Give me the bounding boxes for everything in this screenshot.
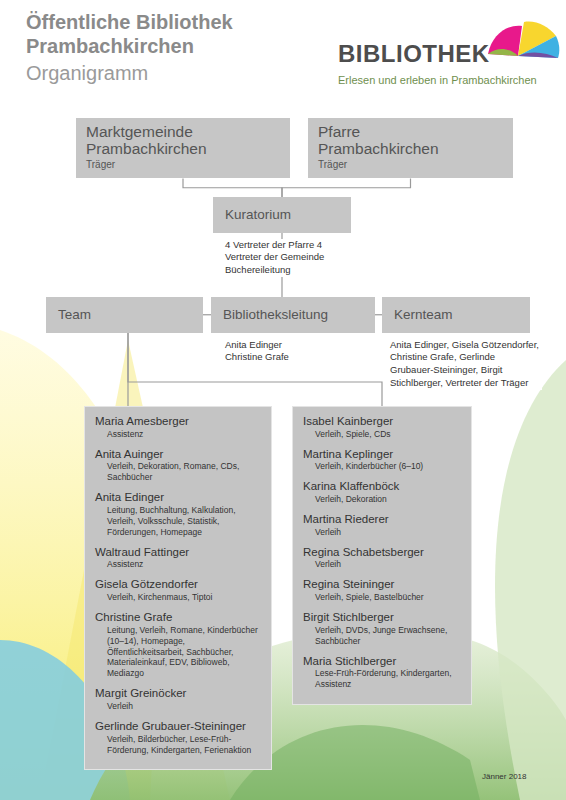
box-heading: Kuratorium — [225, 207, 341, 223]
member-role: Verleih, Spiele, CDs — [303, 429, 461, 440]
box-note: 4 Vertreter der Pfarre 4 Vertreter der G… — [223, 239, 353, 277]
member-list-box: Isabel KainbergerVerleih, Spiele, CDsMar… — [292, 406, 472, 705]
connector-line — [282, 178, 411, 197]
connector-line — [375, 314, 382, 315]
member-role: Assistenz — [95, 559, 261, 570]
member-role: Lese-Früh-Förderung, Kindergarten, Assis… — [303, 668, 461, 690]
core-team-box: KernteamAnita Edinger, Gisela Götzendorf… — [382, 297, 530, 333]
box-note: Träger — [86, 158, 280, 171]
subtitle: Organigramm — [26, 62, 226, 85]
connector-line — [203, 314, 211, 315]
connector-line — [128, 333, 382, 406]
logo-slogan: Erlesen und erleben in Prambachkirchen — [338, 74, 560, 86]
member-role: Verleih, Kinderbücher (6–10) — [303, 461, 461, 472]
member-role: Verleih, Dekoration, Romane, CDs, Sachbü… — [95, 461, 261, 483]
team-box: Team — [46, 297, 203, 333]
member-role: Verleih, Spiele, Bastelbücher — [303, 592, 461, 603]
member-role: Verleih — [303, 559, 461, 570]
member-role: Assistenz — [95, 429, 261, 440]
member-name: Maria Amesberger — [95, 415, 261, 429]
member-list-box: Maria AmesbergerAssistenzAnita AuingerVe… — [84, 406, 272, 770]
box-note: Anita Edinger, Gisela Götzendorfer, Chri… — [388, 339, 542, 390]
board-box: Kuratorium4 Vertreter der Pfarre 4 Vertr… — [213, 197, 351, 233]
member-name: Regina Schabetsberger — [303, 546, 461, 560]
member-name: Anita Auinger — [95, 448, 261, 462]
member-name: Christine Grafe — [95, 611, 261, 625]
logo-wordmark: BIBLIOTHEK — [338, 40, 488, 68]
box-note: Anita Edinger Christine Grafe — [223, 339, 317, 365]
member-role: Verleih — [95, 701, 261, 712]
carrier-box: Pfarre PrambachkirchenTräger — [308, 118, 513, 178]
member-role: Verleih — [303, 527, 461, 538]
member-name: Isabel Kainberger — [303, 415, 461, 429]
title: Öffentliche Bibliothek Prambachkirchen — [26, 10, 271, 58]
member-name: Anita Edinger — [95, 491, 261, 505]
member-role: Leitung, Verleih, Romane, Kinderbücher (… — [95, 625, 261, 679]
box-note: Träger — [318, 158, 503, 171]
member-role: Verleih, DVDs, Junge Erwachsene, Sachbüc… — [303, 625, 461, 647]
member-role: Verleih, Dekoration — [303, 494, 461, 505]
light-green-swash — [495, 360, 566, 800]
box-heading: Bibliotheksleitung — [223, 307, 365, 323]
leadership-box: BibliotheksleitungAnita Edinger Christin… — [211, 297, 375, 333]
box-heading: Pfarre Prambachkirchen — [318, 124, 468, 157]
carrier-box: Marktgemeinde PrambachkirchenTräger — [76, 118, 290, 178]
member-name: Margit Greinöcker — [95, 687, 261, 701]
member-name: Birgit Stichlberger — [303, 611, 461, 625]
member-name: Gerlinde Grubauer-Steininger — [95, 720, 261, 734]
book-logo — [488, 22, 559, 58]
date-note: Jänner 2018 — [482, 772, 552, 781]
box-heading: Marktgemeinde Prambachkirchen — [86, 124, 280, 157]
member-name: Martina Riederer — [303, 513, 461, 527]
connector-line — [183, 178, 282, 197]
box-heading: Team — [58, 307, 193, 323]
box-heading: Kernteam — [394, 307, 520, 323]
member-role: Verleih, Bilderbücher, Lese-Früh-Förderu… — [95, 734, 261, 756]
member-name: Maria Stichlberger — [303, 655, 461, 669]
member-name: Regina Steininger — [303, 578, 461, 592]
member-name: Waltraud Fattinger — [95, 546, 261, 560]
member-name: Martina Keplinger — [303, 448, 461, 462]
member-name: Gisela Götzendorfer — [95, 578, 261, 592]
member-role: Verleih, Kirchenmaus, Tiptoi — [95, 592, 261, 603]
member-role: Leitung, Buchhaltung, Kalkulation, Verle… — [95, 505, 261, 538]
member-name: Karina Klaffenböck — [303, 480, 461, 494]
